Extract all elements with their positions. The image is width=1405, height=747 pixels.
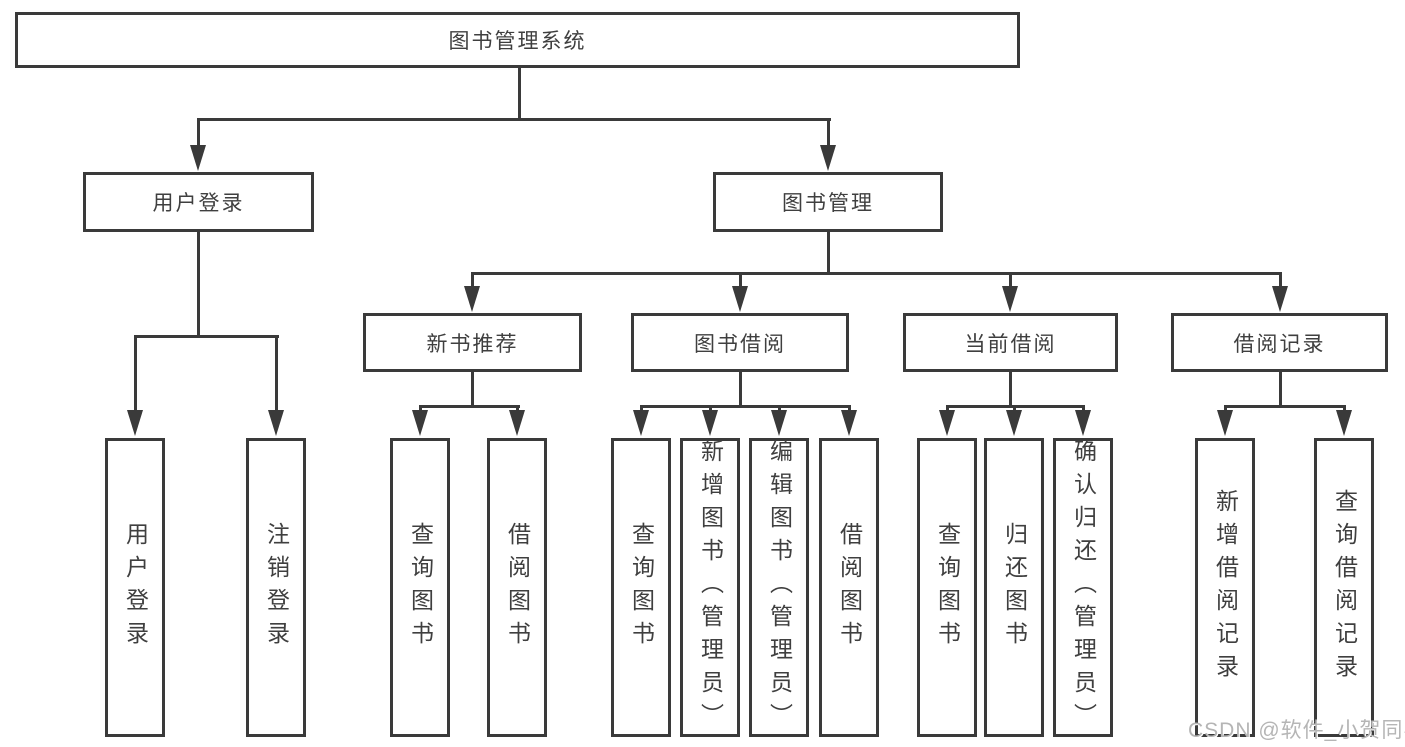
- csdn-watermark: CSDN @软件_小贺同学: [1188, 719, 1405, 742]
- connector-shaft: [516, 405, 519, 414]
- arrow-down-icon: [820, 145, 836, 171]
- connector-book-mgmt-shaft: [827, 118, 830, 150]
- connector-user-login-stub: [197, 232, 200, 338]
- node-user-login: 用户登录: [83, 172, 314, 232]
- arrow-down-icon: [1075, 410, 1091, 436]
- connector-new-book-stub: [471, 372, 474, 408]
- leaf-label: 查询图书: [407, 521, 434, 654]
- connector-shaft: [739, 272, 742, 294]
- arrow-down-icon: [732, 286, 748, 312]
- arrow-down-icon: [702, 410, 718, 436]
- connector-user-login-bus: [134, 335, 279, 338]
- arrow-down-icon: [771, 410, 787, 436]
- arrow-down-icon: [1217, 410, 1233, 436]
- connector-book-mgmt-bus: [471, 272, 1282, 275]
- arrow-down-icon: [1336, 410, 1352, 436]
- connector-shaft: [848, 405, 851, 414]
- leaf-label: 注销登录: [263, 521, 290, 654]
- node-book-borrowing: 图书借阅: [631, 313, 849, 372]
- leaf-new-book-query-books: 查询图书: [390, 438, 450, 737]
- leaf-label: 新增借阅记录: [1212, 488, 1239, 687]
- arrow-down-icon: [190, 145, 206, 171]
- arrow-down-icon: [464, 286, 480, 312]
- leaf-confirm-return-admin: 确认归还（管理员）: [1053, 438, 1113, 737]
- connector-shaft: [134, 335, 137, 415]
- connector-shaft: [1343, 405, 1346, 414]
- arrow-down-icon: [939, 410, 955, 436]
- connector-user-login-shaft: [197, 118, 200, 150]
- arrow-down-icon: [127, 410, 143, 436]
- leaf-user-login: 用户登录: [105, 438, 165, 737]
- connector-root-bus: [197, 118, 831, 121]
- leaf-new-book-borrow-books: 借阅图书: [487, 438, 547, 737]
- arrow-down-icon: [841, 410, 857, 436]
- leaf-borrow-books: 借阅图书: [819, 438, 879, 737]
- connector-book-borrow-stub: [739, 372, 742, 408]
- connector-book-borrow-bus: [640, 405, 851, 408]
- connector-borrow-record-stub: [1279, 372, 1282, 408]
- connector-shaft: [946, 405, 949, 414]
- connector-new-book-bus: [419, 405, 520, 408]
- node-borrowing-records: 借阅记录: [1171, 313, 1388, 372]
- connector-shaft: [275, 335, 278, 415]
- leaf-edit-books-admin: 编辑图书（管理员）: [749, 438, 809, 737]
- connector-shaft: [640, 405, 643, 414]
- leaf-current-query-books: 查询图书: [917, 438, 977, 737]
- connector-shaft: [419, 405, 422, 414]
- leaf-label: 归还图书: [1001, 521, 1028, 654]
- connector-shaft: [1009, 272, 1012, 294]
- arrow-down-icon: [1006, 410, 1022, 436]
- connector-shaft: [1224, 405, 1227, 414]
- leaf-label: 查询图书: [628, 521, 655, 654]
- connector-current-borrow-stub: [1009, 372, 1012, 408]
- root-node-library-system: 图书管理系统: [15, 12, 1020, 68]
- connector-borrow-record-bus: [1224, 405, 1346, 408]
- leaf-logout: 注销登录: [246, 438, 306, 737]
- leaf-return-books: 归还图书: [984, 438, 1044, 737]
- leaf-label: 用户登录: [122, 521, 149, 654]
- connector-root-stub: [518, 68, 521, 121]
- connector-shaft: [1013, 405, 1016, 414]
- leaf-label: 确认归还（管理员）: [1070, 439, 1097, 736]
- node-book-management: 图书管理: [713, 172, 943, 232]
- leaf-label: 借阅图书: [504, 521, 531, 654]
- leaf-borrow-query-books: 查询图书: [611, 438, 671, 737]
- node-new-book-recommendation: 新书推荐: [363, 313, 582, 372]
- connector-book-mgmt-stub: [827, 232, 830, 274]
- connector-shaft: [1082, 405, 1085, 414]
- arrow-down-icon: [268, 410, 284, 436]
- leaf-label: 新增图书（管理员）: [697, 439, 724, 736]
- leaf-label: 查询借阅记录: [1331, 488, 1358, 687]
- arrow-down-icon: [1272, 286, 1288, 312]
- connector-shaft: [709, 405, 712, 414]
- connector-shaft: [778, 405, 781, 414]
- arrow-down-icon: [1002, 286, 1018, 312]
- leaf-label: 借阅图书: [836, 521, 863, 654]
- connector-shaft: [1279, 272, 1282, 294]
- leaf-query-borrow-record: 查询借阅记录: [1314, 438, 1374, 737]
- arrow-down-icon: [633, 410, 649, 436]
- arrow-down-icon: [509, 410, 525, 436]
- leaf-add-borrow-record: 新增借阅记录: [1195, 438, 1255, 737]
- leaf-add-books-admin: 新增图书（管理员）: [680, 438, 740, 737]
- arrow-down-icon: [412, 410, 428, 436]
- leaf-label: 编辑图书（管理员）: [766, 439, 793, 736]
- connector-shaft: [471, 272, 474, 294]
- node-current-borrowing: 当前借阅: [903, 313, 1118, 372]
- leaf-label: 查询图书: [934, 521, 961, 654]
